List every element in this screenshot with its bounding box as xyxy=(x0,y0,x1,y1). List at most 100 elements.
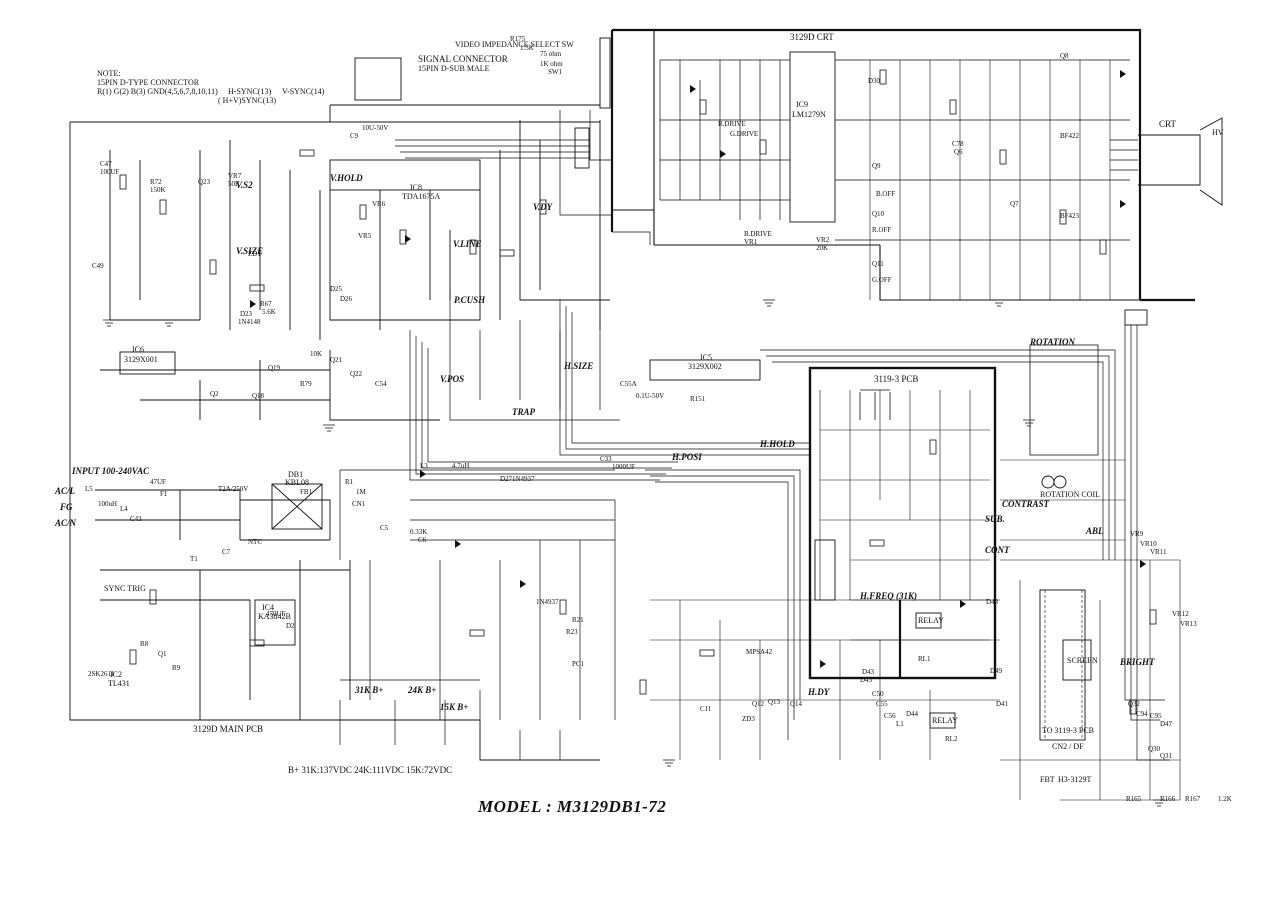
ic6-label: IC6 xyxy=(132,345,144,354)
b15k-label: 15K B+ xyxy=(440,702,469,712)
screen-label: SCREEN xyxy=(1067,656,1098,665)
component-label: C49 xyxy=(92,262,104,270)
component-label: C50 xyxy=(872,690,884,698)
ic5-part: 3129X002 xyxy=(688,362,722,371)
component-label: Q14 xyxy=(790,700,803,708)
component-label: R165 xyxy=(1126,795,1142,803)
ic9-part: LM1279N xyxy=(792,110,826,119)
component-label: 1N4937 xyxy=(536,598,559,606)
ic6-body xyxy=(119,351,176,375)
component-label: R21 xyxy=(572,616,584,624)
component-label: Q30 xyxy=(1148,745,1161,753)
relay-1-body xyxy=(915,612,942,629)
fbt-part-label: H3-3129T xyxy=(1058,775,1092,784)
video-impedance-label: VIDEO IMPEDANCE SELECT SW xyxy=(455,40,574,49)
ic8-label: IC8 xyxy=(410,183,422,192)
fg-label: FG xyxy=(60,502,73,512)
relay-2-label: RELAY xyxy=(932,716,958,725)
component-label: D49 xyxy=(990,667,1003,675)
component-label: Q11 xyxy=(872,260,884,268)
ic2-part: TL431 xyxy=(108,679,130,688)
component-label: 1N4937 xyxy=(512,475,535,483)
sub-cont-label-2: CONT xyxy=(985,545,1010,555)
component-label: D23 xyxy=(240,310,253,318)
board-main-outline xyxy=(69,121,600,761)
component-label: 2SK2611 xyxy=(88,670,115,678)
component-label: D48 xyxy=(986,598,999,606)
component-label: T2A/250V xyxy=(218,485,249,493)
component-label: C11 xyxy=(700,705,712,713)
main-pcb-label: 3129D MAIN PCB xyxy=(193,724,264,734)
component-label: 100UF xyxy=(100,168,120,176)
component-label: R79 xyxy=(300,380,312,388)
component-label: FB1 xyxy=(300,488,313,496)
component-label: Q13 xyxy=(768,698,781,706)
board-top-bus xyxy=(329,104,600,122)
component-label: L3 xyxy=(420,462,428,470)
component-label: B.DRIVE xyxy=(744,230,772,238)
component-label: Q2 xyxy=(210,390,219,398)
component-label: PC1 xyxy=(572,660,585,668)
component-label: B.OFF xyxy=(876,190,896,198)
bright-label: BRIGHT xyxy=(1120,657,1155,667)
rotation-coil-label: ROTATION COIL xyxy=(1040,490,1101,499)
component-label: 0.33K xyxy=(410,528,428,536)
component-label: 47UF xyxy=(150,478,166,486)
component-label: C43 xyxy=(130,515,142,523)
component-label: C47 xyxy=(100,160,112,168)
component-label: RL1 xyxy=(918,655,931,663)
component-label: R175 xyxy=(510,35,526,43)
component-label: R.OFF xyxy=(872,226,892,234)
note-hsync: H-SYNC(13) xyxy=(228,87,272,96)
component-label: VR1 xyxy=(744,238,758,246)
model-title: MODEL : M3129DB1-72 xyxy=(478,797,667,816)
component-label: D26 xyxy=(340,295,353,303)
component-label: RL2 xyxy=(945,735,958,743)
component-label: D27 xyxy=(500,475,513,483)
pcb-3119-label: 3119-3 PCB xyxy=(874,374,919,384)
v-s2-label: V.S2 xyxy=(236,180,253,190)
b31k-label: 31K B+ xyxy=(355,685,384,695)
component-label: C6 xyxy=(418,536,427,544)
component-label: BF423 xyxy=(1060,212,1080,220)
dsub-label: 15PIN D-SUB MALE xyxy=(418,64,490,73)
to-3119-label: TO 3119-3 PCB xyxy=(1042,726,1095,735)
component-label: Q8 xyxy=(1060,52,1069,60)
component-label: Q7 xyxy=(1010,200,1019,208)
component-label: R67 xyxy=(260,300,272,308)
component-label: C55 xyxy=(876,700,888,708)
ic2-label: IC2 xyxy=(110,670,122,679)
component-label: C5 xyxy=(380,524,389,532)
component-label: D41 xyxy=(996,700,1009,708)
component-label: D44 xyxy=(906,710,919,718)
component-label: ZD1 xyxy=(248,250,261,258)
component-label: Q1 xyxy=(158,650,167,658)
v-dy-label: V.DY xyxy=(533,202,553,212)
v-pos-label: V.POS xyxy=(440,374,465,384)
kbl08-label: KBL08 xyxy=(285,478,309,487)
component-label: C78 xyxy=(952,140,964,148)
component-label: C55A xyxy=(620,380,637,388)
component-label: C9 xyxy=(350,132,359,140)
component-label: Q22 xyxy=(350,370,363,378)
component-label: Q18 xyxy=(252,392,265,400)
cn2-df-label: CN2 / DF xyxy=(1052,742,1084,751)
component-label: Q21 xyxy=(330,356,343,364)
component-label: G.DRIVE xyxy=(730,130,759,138)
ic5-label: IC5 xyxy=(700,353,712,362)
component-label: VR13 xyxy=(1180,620,1197,628)
component-label: 10K xyxy=(310,350,323,358)
rotation-box xyxy=(1029,344,1099,456)
component-label: 1N4148 xyxy=(238,318,261,326)
component-label: 1.2K xyxy=(1218,795,1232,803)
ac-n-label: AC/N xyxy=(55,518,77,528)
component-label: C7 xyxy=(222,548,231,556)
component-label: 5.6K xyxy=(262,308,276,316)
b24k-label: 24K B+ xyxy=(408,685,437,695)
ic5-body xyxy=(649,359,761,381)
component-label: 1M xyxy=(356,488,366,496)
pcb-3119-border xyxy=(808,366,997,680)
signal-connector-label: SIGNAL CONNECTOR xyxy=(418,54,508,64)
component-label: D30 xyxy=(868,77,881,85)
